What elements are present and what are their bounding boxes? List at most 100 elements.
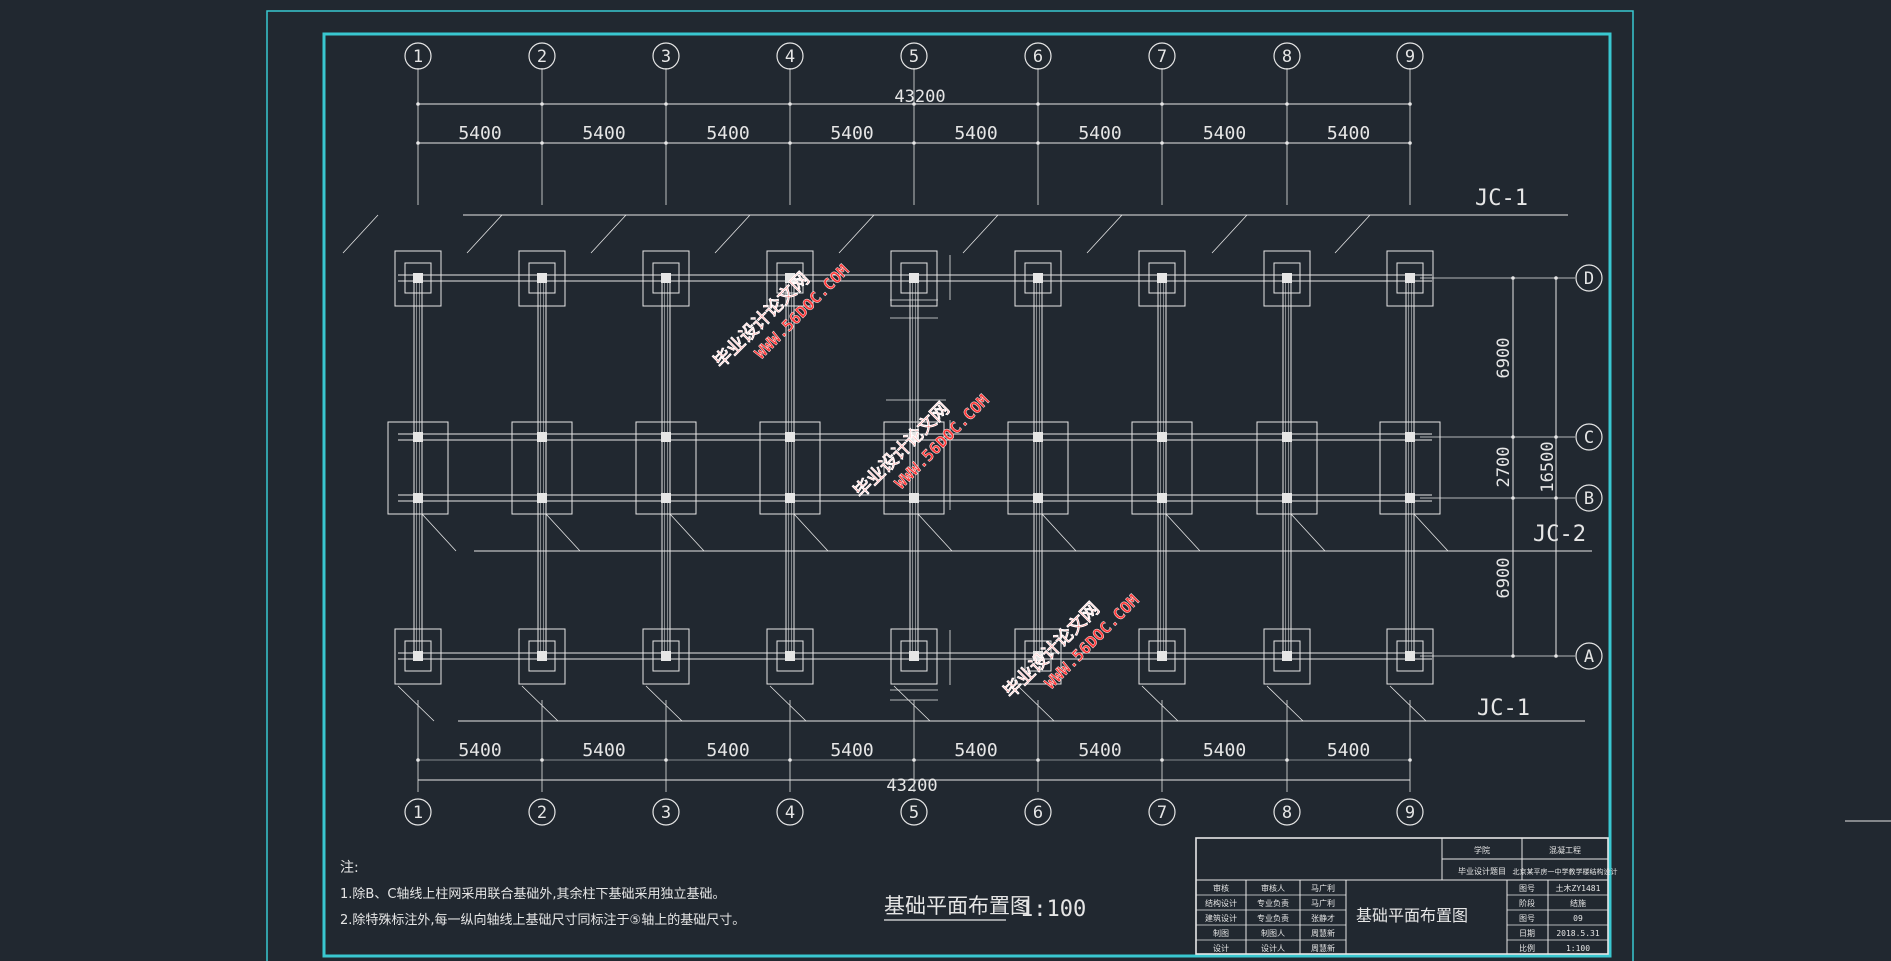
axis-bubble-6: 6 (1024, 798, 1052, 826)
axis-bubble-9: 9 (1396, 798, 1424, 826)
column-mark (909, 273, 919, 283)
svg-text:9: 9 (1405, 47, 1415, 67)
title-block: 审核审核人马广利图号土木ZY1481结构设计专业负责马广利阶段结施建筑设计专业负… (1195, 837, 1618, 955)
bay-dim-top: 5400 (458, 123, 501, 144)
bay-dim-top: 5400 (954, 123, 997, 144)
column-mark (1405, 273, 1415, 283)
axis-bubble-4: 4 (776, 798, 804, 826)
tb-signer: 马广利 (1311, 898, 1335, 908)
tb-meta-label: 图号 (1519, 914, 1535, 923)
note-line-1: 1.除B、C轴线上柱网采用联合基础外,其余柱下基础采用独立基础。 (340, 886, 726, 902)
svg-text:8: 8 (1282, 47, 1292, 67)
tb-signer: 周慧新 (1311, 928, 1335, 938)
svg-text:C: C (1584, 428, 1594, 448)
svg-text:8: 8 (1282, 803, 1292, 823)
column-mark (537, 273, 547, 283)
column-mark (537, 432, 547, 442)
tb-duty: 设计人 (1261, 943, 1285, 953)
tb-row2-left: 毕业设计题目 (1458, 866, 1506, 876)
svg-text:3: 3 (661, 47, 671, 67)
tb-top-right: 混凝工程 (1549, 845, 1581, 855)
column-mark (1157, 651, 1167, 661)
bay-dim-top: 5400 (582, 123, 625, 144)
svg-text:2: 2 (537, 47, 547, 67)
axis-bubble-C: C (1575, 423, 1603, 451)
axis-bubble-B: B (1575, 484, 1603, 512)
column-mark (1282, 273, 1292, 283)
column-mark (661, 651, 671, 661)
bay-dim-top: 5400 (1078, 123, 1121, 144)
bay-dim-bottom: 5400 (1203, 740, 1246, 761)
tb-role: 结构设计 (1205, 898, 1237, 908)
bay-dim-top: 5400 (1327, 123, 1370, 144)
svg-text:6: 6 (1033, 803, 1043, 823)
svg-text:B: B (1584, 489, 1594, 509)
tb-signer: 张静才 (1311, 913, 1335, 923)
drawing-scale: 1:100 (1020, 897, 1086, 922)
tb-signer: 周慧新 (1311, 943, 1335, 953)
dim-right-cb: 2700 (1494, 447, 1514, 488)
tb-meta-label: 图号 (1519, 884, 1535, 893)
axis-bubble-6: 6 (1024, 42, 1052, 70)
column-mark (785, 273, 795, 283)
tb-duty: 专业负责 (1257, 913, 1289, 923)
svg-text:A: A (1584, 647, 1594, 667)
column-mark (1033, 493, 1043, 503)
axis-bubble-3: 3 (652, 798, 680, 826)
label-jc1-bottom: JC-1 (1477, 696, 1530, 721)
column-mark (413, 432, 423, 442)
column-mark (413, 651, 423, 661)
svg-text:2: 2 (537, 803, 547, 823)
axis-bubble-7: 7 (1148, 42, 1176, 70)
bay-dim-bottom: 5400 (1327, 740, 1370, 761)
axis-bubble-D: D (1575, 264, 1603, 292)
svg-text:5: 5 (909, 803, 919, 823)
column-mark (1405, 493, 1415, 503)
bay-dim-bottom: 5400 (830, 740, 873, 761)
column-mark (785, 432, 795, 442)
column-mark (537, 651, 547, 661)
axis-bubble-9: 9 (1396, 42, 1424, 70)
svg-text:6: 6 (1033, 47, 1043, 67)
tb-role: 制图 (1213, 928, 1229, 938)
column-mark (1033, 432, 1043, 442)
total-dimension-top: 43200 (894, 87, 945, 107)
svg-text:7: 7 (1157, 47, 1167, 67)
column-mark (1405, 651, 1415, 661)
column-mark (909, 493, 919, 503)
bay-dim-bottom: 5400 (458, 740, 501, 761)
tb-meta-value: 1:100 (1566, 944, 1590, 953)
axis-bubble-3: 3 (652, 42, 680, 70)
svg-text:1: 1 (413, 803, 423, 823)
axis-bubble-2: 2 (528, 798, 556, 826)
total-dimension-bottom: 43200 (886, 776, 937, 796)
axis-bubble-5: 5 (900, 42, 928, 70)
svg-text:4: 4 (785, 47, 795, 67)
axis-bubble-8: 8 (1273, 42, 1301, 70)
column-mark (413, 273, 423, 283)
column-mark (1405, 432, 1415, 442)
outer-frame (266, 10, 1634, 961)
tb-meta-value: 土木ZY1481 (1556, 883, 1601, 893)
column-mark (1033, 651, 1043, 661)
tb-role: 审核 (1213, 883, 1229, 893)
axis-bubble-1: 1 (404, 798, 432, 826)
column-mark (661, 493, 671, 503)
axis-bubbles-right: D C B A (1575, 264, 1603, 670)
column-mark (1157, 493, 1167, 503)
tb-meta-label: 比例 (1519, 943, 1535, 953)
column-mark (909, 432, 919, 442)
drawing-title: 基础平面布置图 (884, 894, 1031, 918)
dim-right-total: 16500 (1538, 441, 1558, 492)
tb-meta-value: 2018.5.31 (1556, 929, 1600, 938)
tb-role: 设计 (1213, 943, 1229, 953)
tb-signer: 马广利 (1311, 883, 1335, 893)
column-mark (1282, 651, 1292, 661)
tb-duty: 制图人 (1261, 928, 1285, 938)
inner-frame (322, 32, 1612, 958)
column-mark (537, 493, 547, 503)
svg-text:9: 9 (1405, 803, 1415, 823)
axis-bubble-8: 8 (1273, 798, 1301, 826)
tb-duty: 审核人 (1261, 883, 1285, 893)
